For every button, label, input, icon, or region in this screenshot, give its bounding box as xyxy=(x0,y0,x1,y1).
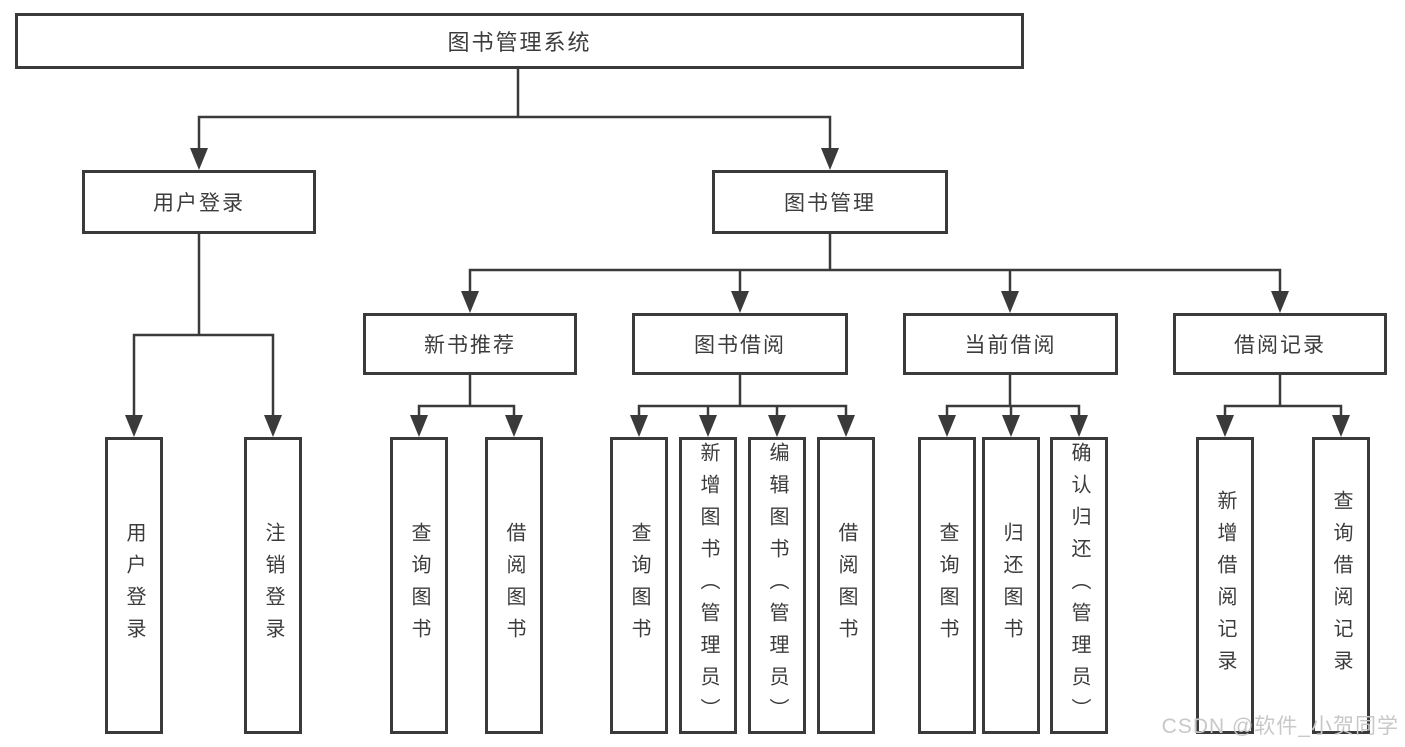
arrowhead xyxy=(821,148,839,170)
watermark-text: CSDN @软件_小贺同学 xyxy=(1161,715,1399,738)
arrowhead xyxy=(768,415,786,437)
arrowhead xyxy=(1001,291,1019,313)
arrowhead xyxy=(461,291,479,313)
connector-user-login-to-leaves xyxy=(125,234,282,437)
node-new-book-recommend: 新书推荐 xyxy=(363,313,577,375)
arrowhead xyxy=(264,415,282,437)
arrowhead xyxy=(938,415,956,437)
node-return-books: 归还图书 xyxy=(982,437,1040,734)
node-borrow-books-borrowing: 借阅图书 xyxy=(817,437,875,734)
node-borrow-books-recommend: 借阅图书 xyxy=(485,437,543,734)
connector-book-management-to-level3 xyxy=(461,234,1289,313)
node-edit-books-admin: 编辑图书（管理员） xyxy=(748,437,806,734)
node-query-books-recommend: 查询图书 xyxy=(390,437,448,734)
arrowhead xyxy=(1002,415,1020,437)
node-query-borrow-record: 查询借阅记录 xyxy=(1312,437,1370,734)
node-book-borrowing: 图书借阅 xyxy=(632,313,848,375)
arrowhead xyxy=(190,148,208,170)
node-query-books-current: 查询图书 xyxy=(918,437,976,734)
node-root: 图书管理系统 xyxy=(15,13,1024,69)
arrowhead xyxy=(1332,415,1350,437)
arrowhead xyxy=(837,415,855,437)
node-query-books-borrowing: 查询图书 xyxy=(610,437,668,734)
arrowhead xyxy=(699,415,717,437)
connector-book-borrowing-to-leaves xyxy=(630,375,855,437)
arrowhead xyxy=(125,415,143,437)
connector-new-books-to-leaves xyxy=(410,375,523,437)
arrowhead xyxy=(731,291,749,313)
arrowhead xyxy=(630,415,648,437)
node-add-books-admin: 新增图书（管理员） xyxy=(679,437,737,734)
arrowhead xyxy=(1070,415,1088,437)
node-add-borrow-record: 新增借阅记录 xyxy=(1196,437,1254,734)
arrowhead xyxy=(1216,415,1234,437)
node-user-login: 用户登录 xyxy=(82,170,316,234)
connector-current-borrowing-to-leaves xyxy=(938,375,1088,437)
node-logout-leaf: 注销登录 xyxy=(244,437,302,734)
node-book-management: 图书管理 xyxy=(712,170,948,234)
node-confirm-return-admin: 确认归还（管理员） xyxy=(1050,437,1108,734)
connector-borrowing-records-to-leaves xyxy=(1216,375,1350,437)
node-current-borrowing: 当前借阅 xyxy=(903,313,1118,375)
node-user-login-leaf: 用户登录 xyxy=(105,437,163,734)
node-borrowing-records: 借阅记录 xyxy=(1173,313,1387,375)
arrowhead xyxy=(505,415,523,437)
arrowhead xyxy=(410,415,428,437)
arrowhead xyxy=(1271,291,1289,313)
connector-root-to-level2 xyxy=(190,69,839,170)
